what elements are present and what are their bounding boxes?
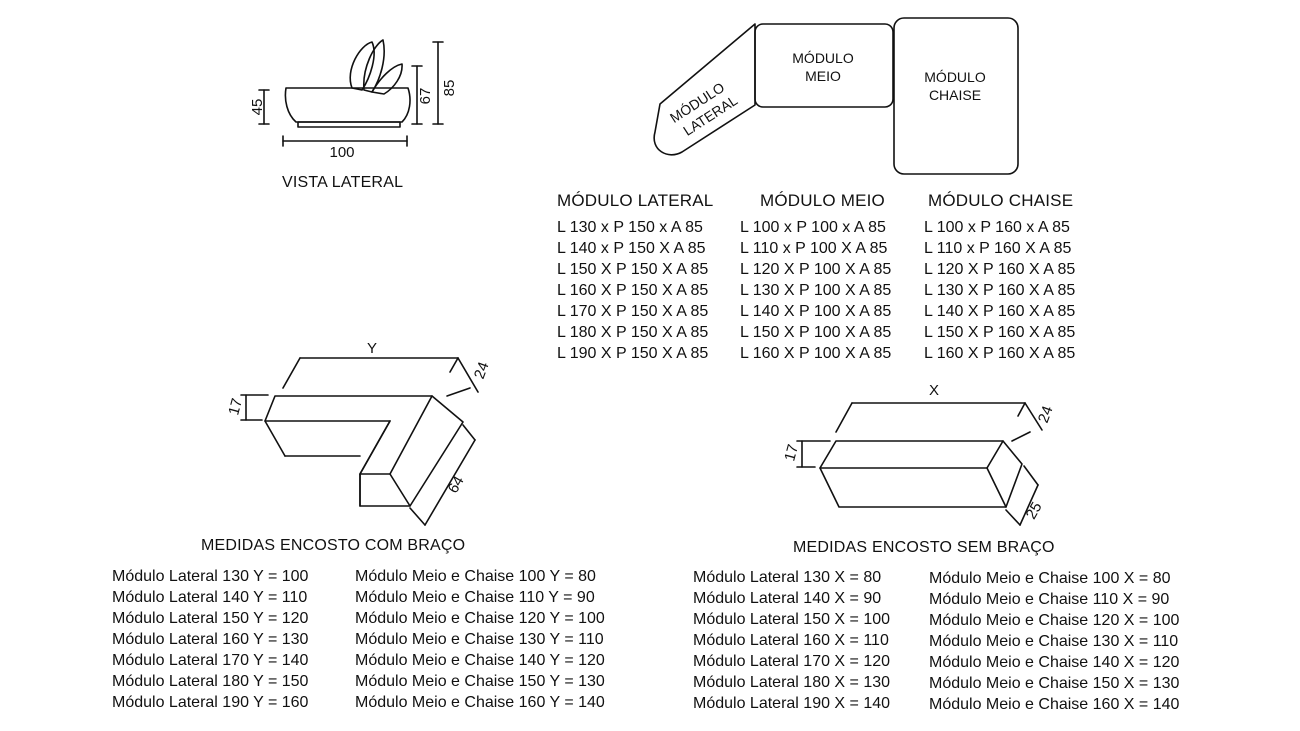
list-item: Módulo Lateral 140 X = 90 xyxy=(693,590,882,607)
list-item: Módulo Lateral 130 Y = 100 xyxy=(112,568,309,585)
dim-25: 25 xyxy=(1023,499,1046,522)
list-item: Módulo Meio e Chaise 140 X = 120 xyxy=(929,654,1180,671)
list-item: Módulo Meio e Chaise 120 X = 100 xyxy=(929,612,1180,629)
module-chaise-title: MÓDULO CHAISE xyxy=(928,191,1074,210)
dim-x: X xyxy=(929,382,939,399)
plan-meio-line1: MÓDULO xyxy=(792,50,854,66)
side-view-drawing xyxy=(258,39,444,147)
dim-seat-45: 45 xyxy=(249,99,266,116)
list-item: Módulo Meio e Chaise 150 X = 130 xyxy=(929,675,1180,692)
module-row: L 140 x P 150 X A 85 xyxy=(557,240,706,257)
module-chaise-column: MÓDULO CHAISE L 100 x P 160 x A 85 L 110… xyxy=(924,190,1075,364)
backrest-with-arm-title: MEDIDAS ENCOSTO COM BRAÇO xyxy=(201,537,466,554)
module-lateral-title: MÓDULO LATERAL xyxy=(557,191,714,210)
list-item: Módulo Lateral 170 X = 120 xyxy=(693,653,891,670)
list-item: Módulo Meio e Chaise 160 X = 140 xyxy=(929,696,1180,713)
module-row: L 120 X P 160 X A 85 xyxy=(924,261,1076,278)
plan-drawing xyxy=(653,17,1019,175)
module-row: L 170 X P 150 X A 85 xyxy=(557,303,709,320)
backrest-with-arm-drawing xyxy=(240,357,479,526)
list-item: Módulo Meio e Chaise 130 Y = 110 xyxy=(355,631,604,648)
list-item: Módulo Lateral 180 X = 130 xyxy=(693,674,891,691)
plan-chaise-line2: CHAISE xyxy=(929,87,981,103)
module-row: L 140 X P 160 X A 85 xyxy=(924,303,1076,320)
list-item: Módulo Lateral 190 X = 140 xyxy=(693,695,891,712)
backrest-with-arm-list-right: Módulo Meio e Chaise 100 Y = 80 Módulo M… xyxy=(355,566,605,713)
module-row: L 160 X P 160 X A 85 xyxy=(924,345,1076,362)
backrest-with-arm-list-left: Módulo Lateral 130 Y = 100 Módulo Latera… xyxy=(112,566,308,713)
list-item: Módulo Lateral 190 Y = 160 xyxy=(112,694,309,711)
module-row: L 130 X P 160 X A 85 xyxy=(924,282,1076,299)
module-row: L 150 X P 100 X A 85 xyxy=(740,324,892,341)
module-row: L 180 X P 150 X A 85 xyxy=(557,324,709,341)
backrest-without-arm-drawing xyxy=(796,402,1043,526)
backrest-without-arm-list-left: Módulo Lateral 130 X = 80 Módulo Lateral… xyxy=(693,567,890,714)
module-meio-title: MÓDULO MEIO xyxy=(760,191,885,210)
list-item: Módulo Lateral 150 X = 100 xyxy=(693,611,891,628)
list-item: Módulo Lateral 170 Y = 140 xyxy=(112,652,309,669)
list-item: Módulo Meio e Chaise 130 X = 110 xyxy=(929,633,1179,650)
dim-24-right: 24 xyxy=(1035,404,1057,425)
list-item: Módulo Lateral 150 Y = 120 xyxy=(112,610,309,627)
dim-17-right: 17 xyxy=(781,443,802,464)
dim-17-left: 17 xyxy=(225,397,246,418)
module-row: L 160 X P 100 X A 85 xyxy=(740,345,892,362)
list-item: Módulo Lateral 140 Y = 110 xyxy=(112,589,308,606)
module-row: L 130 x P 150 x A 85 xyxy=(557,219,703,236)
module-row: L 100 x P 100 x A 85 xyxy=(740,219,886,236)
module-row: L 110 x P 100 X A 85 xyxy=(740,240,888,257)
list-item: Módulo Lateral 130 X = 80 xyxy=(693,569,882,586)
dim-64: 64 xyxy=(445,473,468,496)
module-meio-column: MÓDULO MEIO L 100 x P 100 x A 85 L 110 x… xyxy=(740,190,891,364)
plan-chaise-line1: MÓDULO xyxy=(924,69,986,85)
list-item: Módulo Meio e Chaise 160 Y = 140 xyxy=(355,694,605,711)
module-row: L 100 x P 160 x A 85 xyxy=(924,219,1070,236)
module-lateral-column: MÓDULO LATERAL L 130 x P 150 x A 85 L 14… xyxy=(557,190,713,364)
list-item: Módulo Lateral 160 Y = 130 xyxy=(112,631,309,648)
dim-24-left: 24 xyxy=(471,360,493,381)
backrest-without-arm-title: MEDIDAS ENCOSTO SEM BRAÇO xyxy=(793,539,1055,556)
dim-y: Y xyxy=(367,340,377,357)
list-item: Módulo Meio e Chaise 110 X = 90 xyxy=(929,591,1170,608)
module-row: L 190 X P 150 X A 85 xyxy=(557,345,709,362)
module-row: L 130 X P 100 X A 85 xyxy=(740,282,892,299)
list-item: Módulo Meio e Chaise 140 Y = 120 xyxy=(355,652,605,669)
list-item: Módulo Meio e Chaise 150 Y = 130 xyxy=(355,673,605,690)
dim-total-85: 85 xyxy=(441,80,458,97)
module-row: L 150 X P 150 X A 85 xyxy=(557,261,709,278)
module-row: L 120 X P 100 X A 85 xyxy=(740,261,892,278)
module-row: L 160 X P 150 X A 85 xyxy=(557,282,709,299)
list-item: Módulo Meio e Chaise 100 Y = 80 xyxy=(355,568,596,585)
dim-width-100: 100 xyxy=(329,144,354,161)
module-row: L 150 X P 160 X A 85 xyxy=(924,324,1076,341)
dim-arm-67: 67 xyxy=(417,88,434,105)
side-view-caption: VISTA LATERAL xyxy=(282,174,404,191)
list-item: Módulo Lateral 160 X = 110 xyxy=(693,632,889,649)
module-row: L 140 X P 100 X A 85 xyxy=(740,303,892,320)
list-item: Módulo Lateral 180 Y = 150 xyxy=(112,673,309,690)
module-row: L 110 x P 160 X A 85 xyxy=(924,240,1072,257)
list-item: Módulo Meio e Chaise 100 X = 80 xyxy=(929,570,1171,587)
backrest-without-arm-list-right: Módulo Meio e Chaise 100 X = 80 Módulo M… xyxy=(929,568,1179,715)
list-item: Módulo Meio e Chaise 110 Y = 90 xyxy=(355,589,595,606)
plan-meio-line2: MEIO xyxy=(805,68,841,84)
list-item: Módulo Meio e Chaise 120 Y = 100 xyxy=(355,610,605,627)
